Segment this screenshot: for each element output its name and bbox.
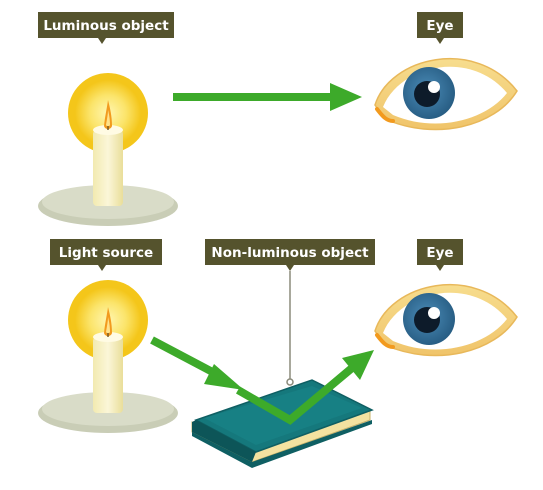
arrow-icon — [173, 83, 362, 111]
eye-bottom-label: Eye — [417, 239, 463, 271]
eye-bottom-text: Eye — [426, 245, 453, 261]
book-icon — [191, 379, 374, 468]
eye-top-text: Eye — [426, 18, 453, 34]
arrow-icon — [150, 336, 244, 390]
non-luminous-object-text: Non-luminous object — [211, 245, 369, 261]
eye-icon — [373, 56, 519, 132]
arrow-icon — [236, 350, 374, 425]
non-luminous-object-label: Non-luminous object — [205, 239, 375, 271]
eye-top-label: Eye — [417, 12, 463, 44]
light-source-label: Light source — [50, 239, 162, 271]
luminous-object-label: Luminous object — [38, 12, 174, 44]
candle-icon — [37, 72, 179, 227]
eye-icon — [373, 282, 519, 358]
candle-icon — [37, 279, 179, 434]
pointer-line — [286, 271, 294, 386]
light-source-text: Light source — [59, 245, 153, 261]
luminous-object-text: Luminous object — [43, 18, 169, 34]
